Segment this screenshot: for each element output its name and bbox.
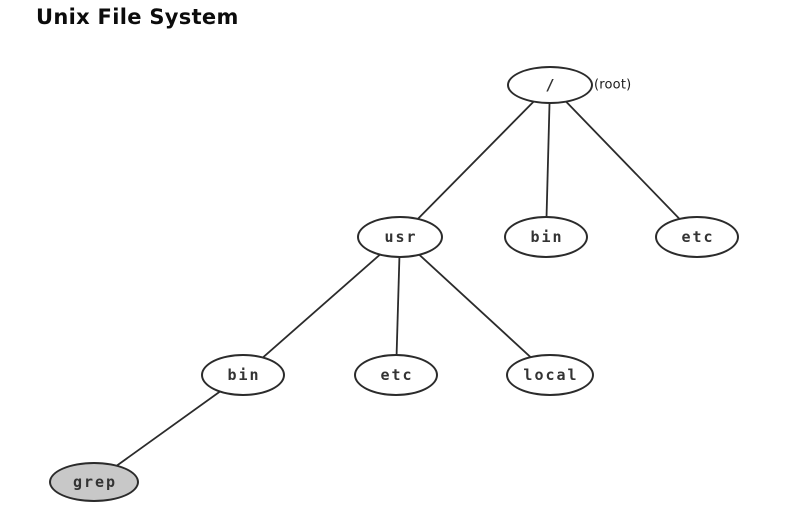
tree-edge-usr-bin-grep (93, 374, 244, 483)
tree-edge-usr-usr-bin (242, 236, 401, 376)
node-label-etc: etc (681, 228, 715, 246)
tree-node-etc: etc (655, 216, 739, 258)
tree-edge-usr-usr-local (399, 236, 551, 376)
tree-node-usr-local: local (506, 354, 594, 396)
tree-node-usr-bin: bin (201, 354, 285, 396)
node-label-grep: grep (72, 473, 118, 491)
tree-edge-root-bin (545, 84, 551, 238)
tree-node-usr: usr (357, 216, 443, 258)
root-annotation: (root) (594, 77, 632, 93)
node-label-usr-local: local (523, 366, 579, 384)
node-label-usr-bin: bin (227, 366, 261, 384)
tree-node-bin: bin (504, 216, 588, 258)
node-label-usr-etc: etc (380, 366, 414, 384)
tree-node-usr-etc: etc (354, 354, 438, 396)
node-label-bin: bin (530, 228, 564, 246)
tree-edge-root-usr (399, 84, 551, 238)
page-title: Unix File System (36, 5, 239, 29)
node-label-root: / (545, 76, 557, 94)
tree-edge-usr-usr-etc (395, 236, 401, 376)
node-label-usr: usr (384, 228, 418, 246)
tree-node-root: / (root) (507, 66, 631, 104)
tree-node-grep: grep (49, 462, 139, 502)
tree-edge-root-etc (549, 84, 698, 238)
